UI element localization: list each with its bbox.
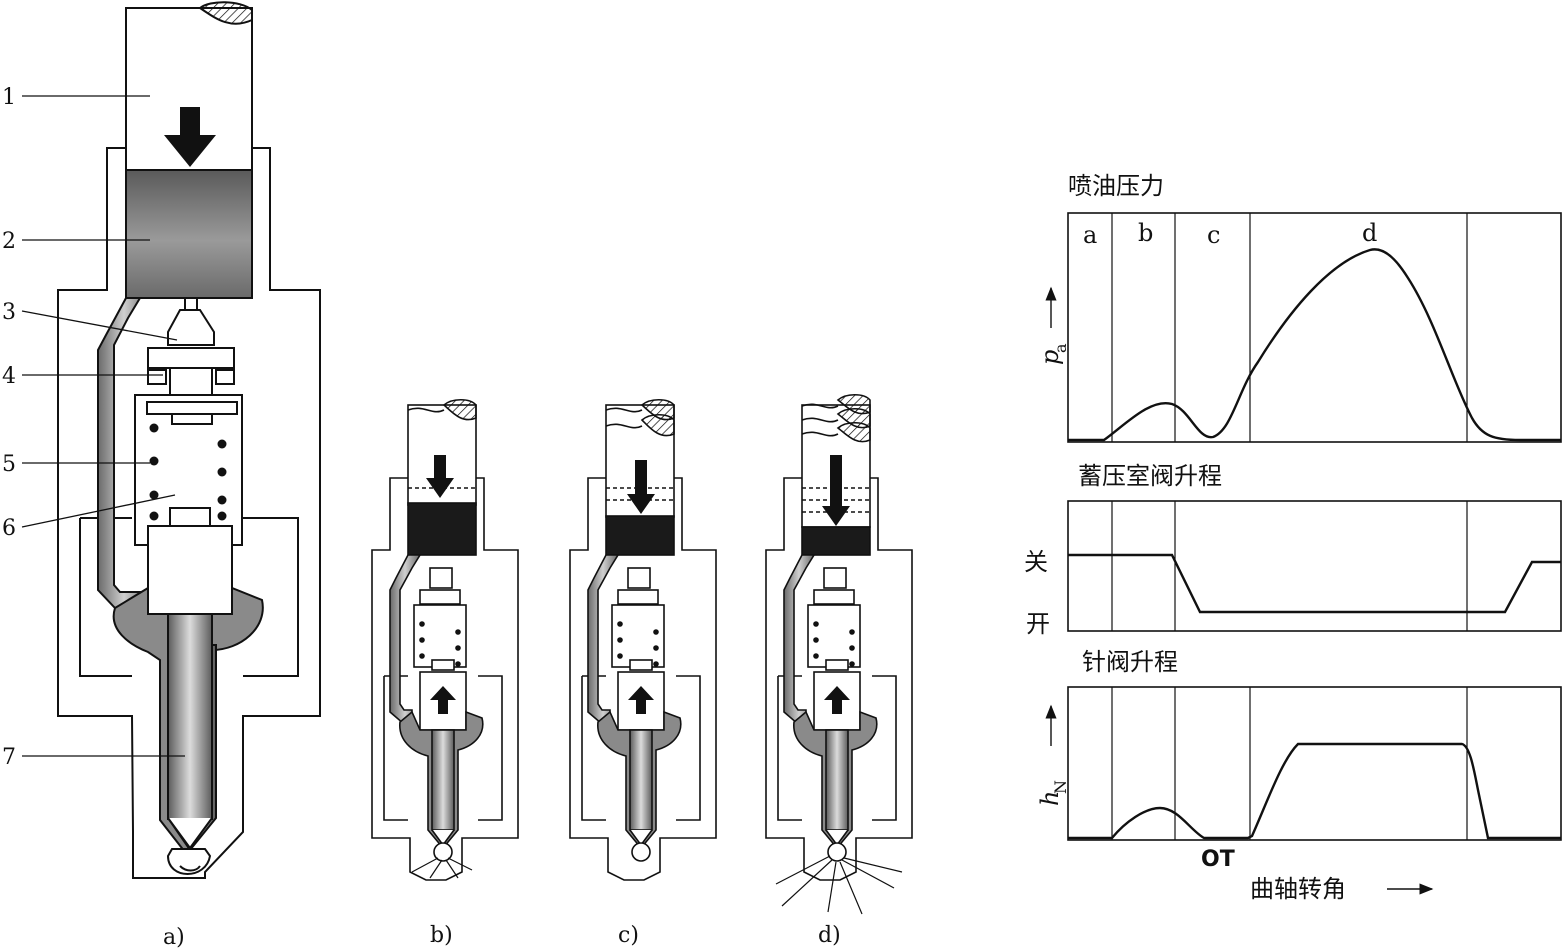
phase-label-c: c bbox=[1207, 221, 1220, 249]
graph3-title: 针阀升程 bbox=[1082, 648, 1178, 676]
label-open: 开 bbox=[1026, 610, 1050, 638]
needle bbox=[167, 613, 213, 820]
callout-1: 1 bbox=[2, 85, 16, 110]
phase-label-d: d bbox=[1362, 219, 1377, 247]
graph-accumulator-valve-lift: 蓄压室阀升程 关 开 bbox=[1024, 462, 1562, 638]
callout-labels: 1 2 3 4 5 6 7 bbox=[2, 85, 16, 770]
callouts bbox=[21, 95, 185, 757]
chamber-b bbox=[407, 502, 477, 556]
spray-lines bbox=[775, 855, 903, 915]
graph3-xlabel: 曲轴转角 bbox=[1250, 875, 1346, 903]
graph-injection-pressure: 喷油压力 a b c d p a bbox=[1036, 172, 1562, 443]
callout-4: 4 bbox=[2, 364, 16, 389]
chamber-d bbox=[801, 526, 871, 556]
graph1-phase-dividers bbox=[1111, 213, 1468, 442]
x-marker-ot: OT bbox=[1201, 847, 1235, 872]
needle-lift-curve bbox=[1068, 742, 1561, 840]
subfigure-labels: a) b) c) d) bbox=[163, 923, 841, 950]
subfig-label-c: c) bbox=[618, 923, 639, 948]
graph-needle-lift: 针阀升程 h N OT 曲轴转角 bbox=[1036, 648, 1562, 903]
needle-guide bbox=[147, 525, 233, 615]
graph1-ylabel-sub: a bbox=[1051, 343, 1070, 353]
phase-label-a: a bbox=[1083, 221, 1097, 249]
injector-b bbox=[371, 398, 519, 881]
graph2-title: 蓄压室阀升程 bbox=[1078, 462, 1222, 490]
callout-3: 3 bbox=[2, 300, 16, 325]
subfig-label-b: b) bbox=[430, 923, 453, 948]
callout-2: 2 bbox=[2, 229, 16, 254]
label-closed: 关 bbox=[1024, 548, 1048, 576]
accumulator-valve bbox=[167, 309, 215, 346]
graph1-ylabel: p bbox=[1036, 350, 1064, 365]
callout-6: 6 bbox=[2, 516, 16, 541]
injector-a bbox=[57, 1, 321, 879]
subfig-label-d: d) bbox=[818, 923, 841, 948]
callout-7: 7 bbox=[2, 745, 16, 770]
plunger-down-arrow bbox=[164, 107, 216, 167]
graph3-ylabel: h bbox=[1036, 791, 1064, 806]
pressure-chamber bbox=[125, 169, 253, 299]
injector-d bbox=[765, 393, 913, 915]
subfig-label-a: a) bbox=[163, 925, 185, 950]
callout-5: 5 bbox=[2, 452, 16, 477]
graph1-title: 喷油压力 bbox=[1068, 172, 1164, 200]
valve-lift-curve bbox=[1068, 553, 1561, 614]
pressure-curve bbox=[1068, 248, 1561, 442]
injector-c bbox=[569, 398, 717, 881]
graph3-ylabel-sub: N bbox=[1051, 780, 1070, 794]
spring-coils bbox=[149, 423, 227, 521]
chamber-c bbox=[605, 515, 675, 556]
phase-label-b: b bbox=[1138, 219, 1153, 247]
